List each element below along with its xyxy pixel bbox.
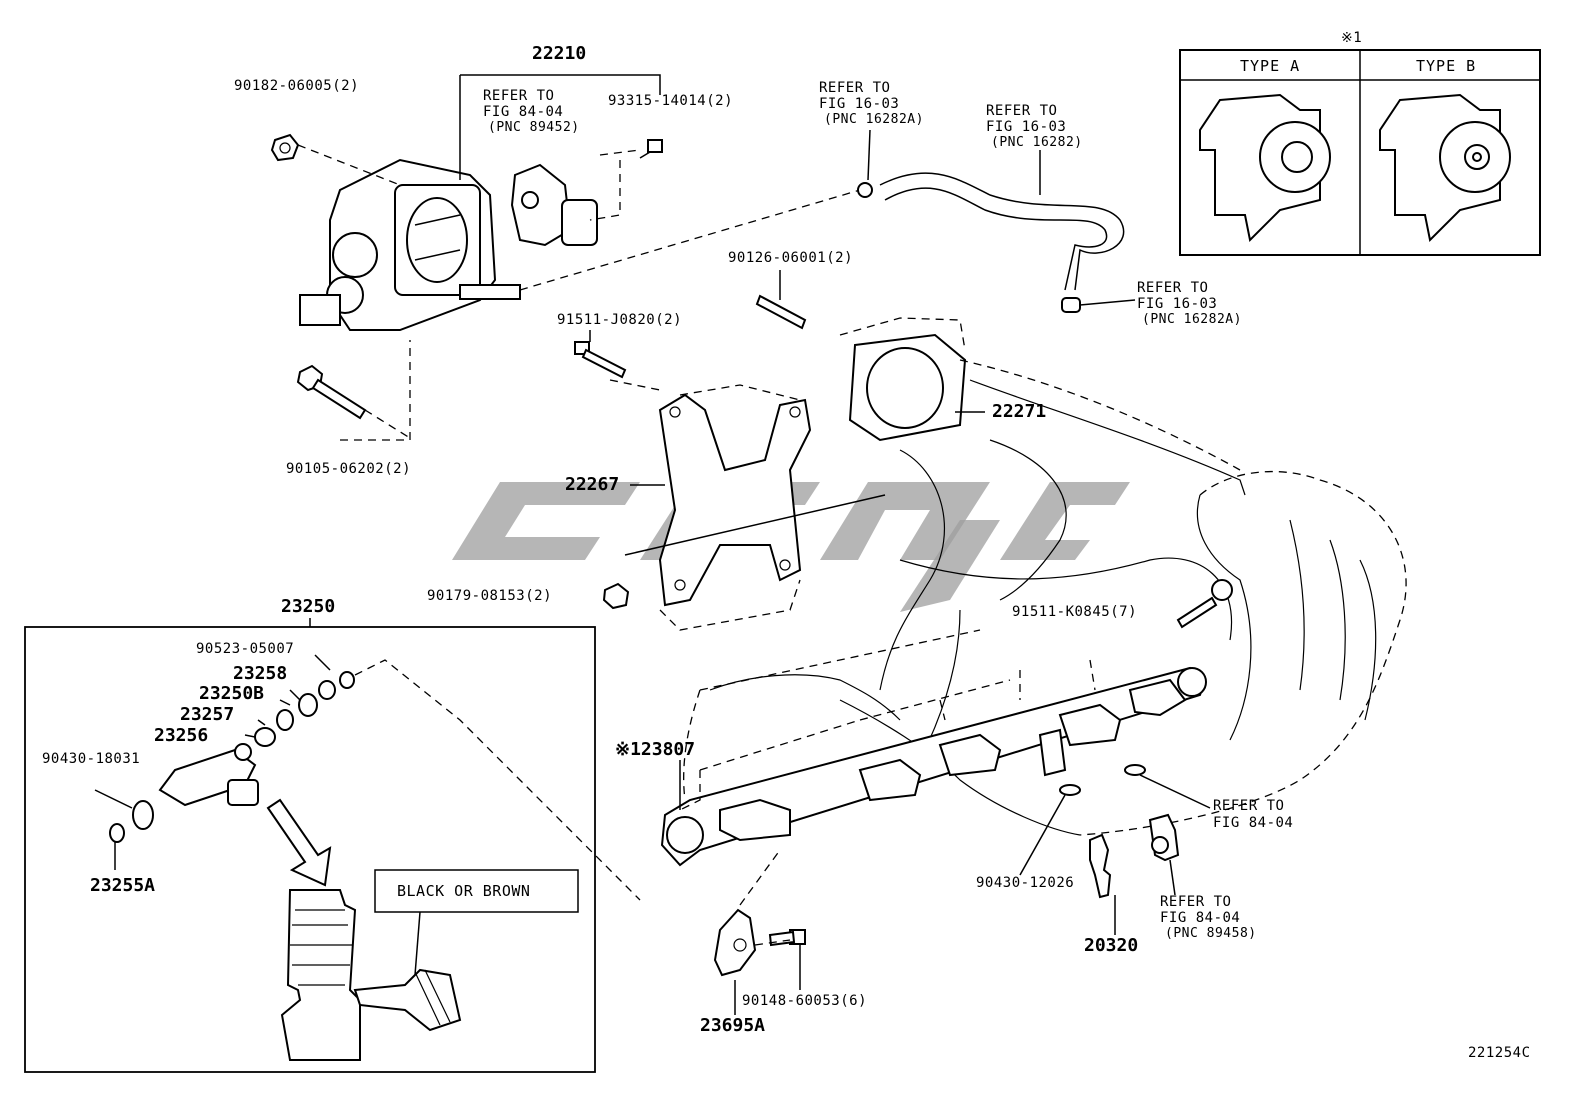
inset-type-b: TYPE B [1416,57,1477,75]
screw-93315 [639,139,663,159]
sensor-20320 [1089,833,1112,899]
bolt-90105 [296,364,367,420]
label-23695a: 23695A [700,1015,766,1036]
vacuum-hose [857,172,1125,313]
oring-90523 [339,671,355,689]
stud-90126 [755,294,807,330]
gasket-ring-a [1124,764,1146,776]
inset-type-a: TYPE A [1240,57,1301,75]
type-inset [1179,49,1541,256]
label-ref-84-04-a-line1: REFER TO [483,88,555,104]
label-ref-16-03-b-line2: FIG 16-03 [986,119,1067,135]
label-90182-06005: 90182-06005(2) [234,78,360,94]
throttle-body-22210 [299,158,521,331]
throttle-sensor [510,163,598,247]
label-ref-84-04-b-line2: FIG 84-04 [1213,815,1294,831]
label-23255a: 23255A [90,875,156,896]
label-93315-14014: 93315-14014(2) [608,93,734,109]
label-ref-16-03-c-line2: FIG 16-03 [1137,296,1218,312]
label-23250: 23250 [281,596,336,617]
label-black-or-brown: BLACK OR BROWN [397,882,531,900]
label-90430-12026: 90430-12026 [976,875,1075,891]
label-ref-84-04-a-line3: (PNC 89452) [488,120,580,135]
injector-detail [280,889,462,1061]
label-23807: ※123807 [615,739,696,760]
label-ref-84-04-b-line1: REFER TO [1213,798,1285,814]
fuel-delivery-pipe-23807 [660,666,1207,867]
sensor-89458 [1148,813,1180,862]
detail-arrow [266,798,332,887]
insulator-23256 [254,727,276,747]
inset-note: ※1 [1341,30,1363,46]
seal-90430-18031 [132,800,154,830]
nut-90182 [270,133,300,162]
label-ref-16-03-b-line3: (PNC 16282) [991,135,1083,150]
label-23256: 23256 [154,725,209,746]
label-91511-k0845: 91511-K0845(7) [1012,604,1138,620]
label-ref-84-04-c-line1: REFER TO [1160,894,1232,910]
label-ref-84-04-c-line2: FIG 84-04 [1160,910,1241,926]
label-ref-16-03-c-line3: (PNC 16282A) [1142,312,1242,327]
label-90179-08153: 90179-08153(2) [427,588,553,604]
label-90430-18031: 90430-18031 [42,751,141,767]
oring-23257 [276,709,294,731]
label-91511-j0820: 91511-J0820(2) [557,312,683,328]
color-note-box [374,869,579,913]
label-ref-16-03-a-line2: FIG 16-03 [819,96,900,112]
label-23258: 23258 [233,663,288,684]
label-90126-06001: 90126-06001(2) [728,250,854,266]
nut-90179 [602,582,630,610]
label-23250b: 23250B [199,683,265,704]
cushion-23250b [298,693,318,717]
label-ref-16-03-c-line1: REFER TO [1137,280,1209,296]
label-22210: 22210 [532,43,587,64]
bracket-22267 [658,393,812,607]
gasket-22271 [848,333,967,442]
label-ref-84-04-c-line3: (PNC 89458) [1165,926,1257,941]
label-ref-16-03-b-line1: REFER TO [986,103,1058,119]
clip-23695a [713,908,757,977]
label-ref-84-04-a-line2: FIG 84-04 [483,104,564,120]
label-ref-16-03-a-line3: (PNC 16282A) [824,112,924,127]
ring-23255a [109,823,125,843]
gasket-ring-b [1059,784,1081,796]
bolt-91511-k0845 [1176,579,1233,629]
label-22271: 22271 [992,401,1047,422]
label-90523-05007: 90523-05007 [196,641,295,657]
figure-code: 221254C [1468,1045,1531,1061]
oring-23258 [318,680,336,700]
label-ref-16-03-a-line1: REFER TO [819,80,891,96]
label-23257: 23257 [180,704,235,725]
label-22267: 22267 [565,474,620,495]
label-90105-06202: 90105-06202(2) [286,461,412,477]
bolt-91511-j0820 [574,341,627,379]
label-20320: 20320 [1084,935,1139,956]
injector-23250 [158,743,259,807]
label-90148-60053: 90148-60053(6) [742,993,868,1009]
